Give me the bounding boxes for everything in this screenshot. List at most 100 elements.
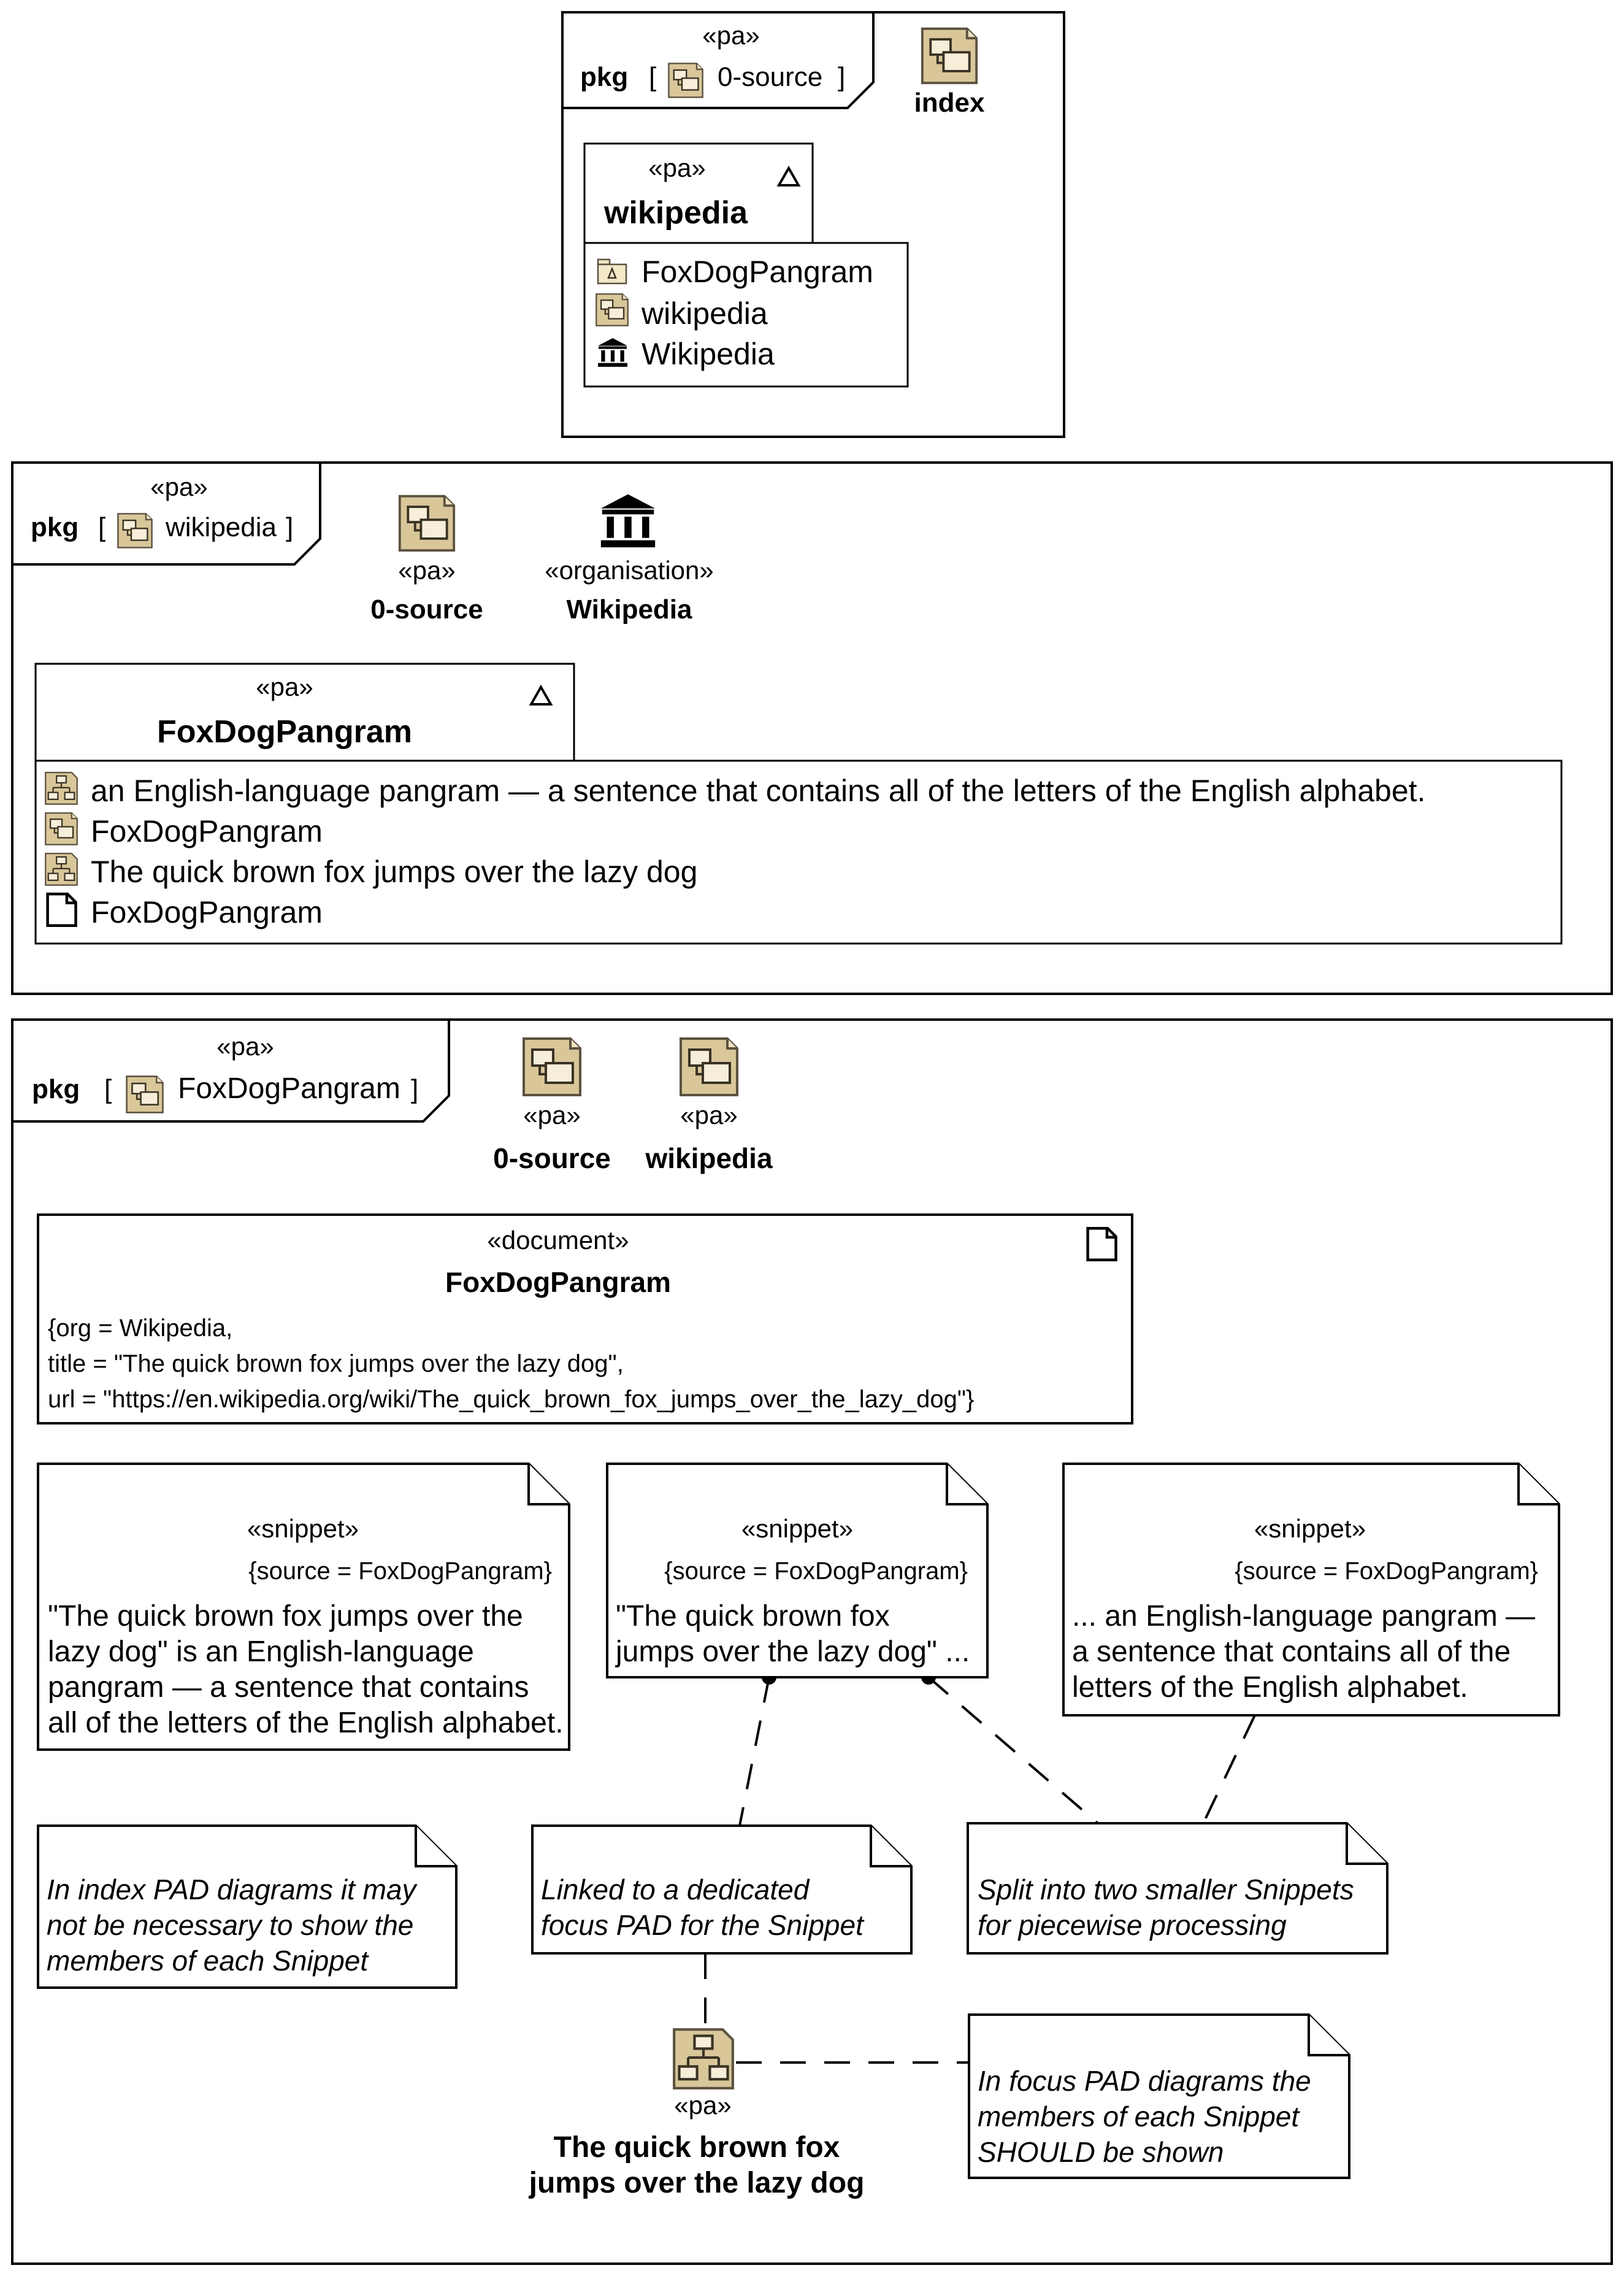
snippet-line: jumps over the lazy dog" ... [615, 1636, 970, 1668]
frame-top-keyword: pkg [580, 62, 628, 92]
document-line: {org = Wikipedia, [48, 1315, 232, 1342]
frame-middle-bracket-close: ] [286, 512, 293, 542]
snippet-source: {source = FoxDogPangram} [1235, 1558, 1538, 1585]
source-package-stereotype: «pa» [398, 556, 455, 585]
snippet-line: "The quick brown fox jumps over the [48, 1600, 523, 1632]
abstract-triangle-icon [776, 165, 801, 186]
wikipedia-package-name: wikipedia [645, 1142, 772, 1174]
snippet-line: a sentence that contains all of the [1072, 1636, 1511, 1668]
focus-package-name-line: jumps over the lazy dog [529, 2167, 865, 2199]
snippet-line: lazy dog" is an English-language [48, 1636, 474, 1668]
member-wikipedia-org[interactable]: Wikipedia [642, 337, 775, 371]
document-icon [48, 894, 76, 926]
frame-bottom-name: FoxDogPangram [178, 1072, 400, 1105]
hierarchy-icon [674, 2029, 733, 2088]
member-pangram-snippet[interactable]: an English-language pangram — a sentence… [91, 774, 1425, 808]
frame-middle-bracket-open: [ [98, 512, 105, 542]
note-line: not be necessary to show the [47, 1909, 413, 1941]
note-line: focus PAD for the Snippet [541, 1909, 865, 1941]
source-package-name: 0-source [370, 594, 483, 625]
snippet-line: letters of the English alphabet. [1072, 1671, 1468, 1704]
hierarchy-icon [45, 853, 78, 886]
member-foxdogpangram-pkg[interactable]: FoxDogPangram [91, 814, 323, 848]
hierarchy-icon [45, 772, 78, 805]
organisation-name: Wikipedia [567, 594, 693, 625]
foxdogpangram-package[interactable]: «pa» FoxDogPangram an English-language p… [34, 663, 1563, 945]
frame-top-name: 0-source [718, 62, 822, 92]
snippet-note-1[interactable]: «snippet» {source = FoxDogPangram} "The … [37, 1463, 570, 1751]
frame-bottom-bracket-open: [ [104, 1074, 112, 1104]
organisation-icon[interactable] [600, 494, 656, 548]
frame-middle-package: «pa» pkg [ wikipedia ] «pa» 0-source «or… [11, 461, 1613, 995]
source-package-name: 0-source [493, 1142, 611, 1174]
connector-snippet3-to-split-note [1202, 1715, 1256, 1824]
frame-middle-stereotype: «pa» [150, 472, 207, 501]
wikipedia-package-stereotype: «pa» [680, 1101, 737, 1129]
connector-snippet-to-linked-note [738, 1677, 770, 1826]
wikipedia-package-name: wikipedia [603, 195, 748, 231]
note-line: In index PAD diagrams it may [47, 1874, 418, 1905]
focus-package[interactable]: «pa» The quick brown fox jumps over the … [529, 2029, 865, 2199]
snippet-source: {source = FoxDogPangram} [248, 1558, 552, 1585]
note-line: Linked to a dedicated [541, 1874, 810, 1905]
snippet-stereotype: «snippet» [1254, 1514, 1366, 1543]
snippet-note-3[interactable]: «snippet» {source = FoxDogPangram} ... a… [1062, 1463, 1560, 1717]
abstract-triangle-icon [529, 684, 553, 705]
note-line: for piecewise processing [978, 1909, 1287, 1941]
document-block[interactable]: «document» FoxDogPangram {org = Wikipedi… [37, 1213, 1133, 1424]
frame-top-package: «pa» pkg [ 0-source ] index «pa» wikiped… [561, 11, 1065, 438]
index-label: index [914, 88, 985, 118]
comment-note-focus-pad[interactable]: In focus PAD diagrams the members of eac… [968, 2013, 1350, 2179]
snippet-source: {source = FoxDogPangram} [664, 1558, 968, 1585]
frame-middle-keyword: pkg [31, 512, 79, 542]
frame-top-bracket-close: ] [838, 62, 845, 92]
frame-bottom-stereotype: «pa» [216, 1032, 274, 1061]
member-wikipedia-pkg[interactable]: wikipedia [641, 296, 768, 331]
package-icon [117, 513, 153, 548]
wikipedia-package-icon[interactable] [681, 1039, 737, 1095]
note-line: members of each Snippet [47, 1945, 369, 1977]
note-line: members of each Snippet [978, 2101, 1300, 2132]
note-line: Split into two smaller Snippets [978, 1874, 1354, 1905]
comment-note-linked-focus[interactable]: Linked to a dedicated focus PAD for the … [531, 1824, 913, 1955]
wikipedia-package[interactable]: «pa» wikipedia FoxDogPangram wikipedia W… [583, 142, 909, 388]
index-package-icon[interactable] [921, 27, 978, 85]
document-line: title = "The quick brown fox jumps over … [48, 1350, 624, 1377]
focus-package-name-line: The quick brown fox [554, 2131, 840, 2164]
snippet-line: all of the letters of the English alphab… [48, 1707, 564, 1739]
comment-note-split-snippets[interactable]: Split into two smaller Snippets for piec… [967, 1822, 1388, 1955]
document-stereotype: «document» [487, 1226, 629, 1255]
member-quick-brown-fox[interactable]: The quick brown fox jumps over the lazy … [91, 855, 697, 889]
snippet-line: ... an English-language pangram — [1072, 1600, 1535, 1632]
frame-bottom-package: «pa» pkg [ FoxDogPangram ] «pa» 0-source… [11, 1018, 1613, 2265]
wikipedia-package-stereotype: «pa» [648, 153, 705, 182]
package-icon [596, 293, 629, 326]
document-icon [1088, 1228, 1116, 1260]
package-icon [126, 1075, 164, 1113]
organisation-stereotype: «organisation» [545, 556, 714, 585]
source-package-icon[interactable] [524, 1039, 580, 1095]
focus-package-stereotype: «pa» [674, 2091, 731, 2120]
document-line: url = "https://en.wikipedia.org/wiki/The… [48, 1386, 974, 1413]
snippet-stereotype: «snippet» [247, 1514, 359, 1543]
frame-middle-name: wikipedia [165, 512, 277, 542]
snippet-line: "The quick brown fox [616, 1600, 890, 1632]
document-name: FoxDogPangram [445, 1266, 671, 1298]
frame-top-stereotype: «pa» [702, 21, 759, 50]
note-line: SHOULD be shown [978, 2136, 1224, 2168]
note-line: In focus PAD diagrams the [978, 2065, 1311, 2097]
snippet-note-2[interactable]: «snippet» {source = FoxDogPangram} "The … [606, 1463, 989, 1678]
package-icon [668, 63, 703, 98]
package-icon [45, 812, 78, 845]
frame-bottom-bracket-close: ] [411, 1074, 418, 1104]
comment-note-index-pad[interactable]: In index PAD diagrams it may not be nece… [37, 1824, 458, 1989]
source-package-stereotype: «pa» [523, 1101, 580, 1129]
source-package-icon[interactable] [398, 494, 456, 552]
member-foxdogpangram[interactable]: FoxDogPangram [642, 255, 873, 289]
foxdogpangram-package-stereotype: «pa» [256, 672, 313, 701]
snippet-line: pangram — a sentence that contains [48, 1671, 529, 1704]
member-foxdogpangram-doc[interactable]: FoxDogPangram [91, 895, 323, 929]
frame-top-bracket-open: [ [649, 62, 656, 92]
snippet-stereotype: «snippet» [741, 1514, 853, 1543]
frame-bottom-keyword: pkg [32, 1074, 80, 1104]
